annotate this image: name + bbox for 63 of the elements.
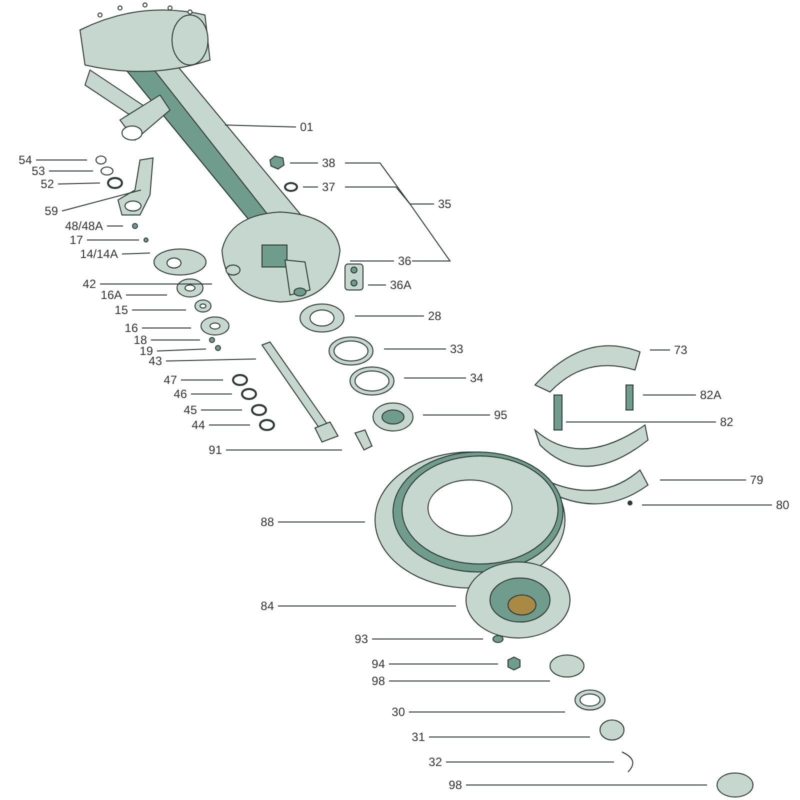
callout-number: 34 bbox=[470, 371, 484, 385]
callout-number: 16A bbox=[100, 288, 122, 302]
leader-line bbox=[388, 680, 550, 682]
leader-line bbox=[422, 414, 490, 416]
leader-line bbox=[368, 284, 386, 286]
callout-number: 53 bbox=[32, 164, 45, 178]
callout-number: 01 bbox=[300, 120, 314, 134]
callout-number: 73 bbox=[674, 343, 688, 357]
callout-number: 18 bbox=[134, 333, 147, 347]
callout-number: 44 bbox=[192, 418, 205, 432]
callout-number: 82 bbox=[720, 415, 734, 429]
callout-number: 16 bbox=[124, 321, 138, 335]
callout-number: 45 bbox=[184, 403, 197, 417]
leader-line bbox=[224, 124, 296, 128]
callout-number: 94 bbox=[372, 657, 385, 671]
callout-number: 38 bbox=[322, 156, 336, 170]
leader-line bbox=[62, 190, 142, 212]
callout-number: 36A bbox=[390, 278, 412, 292]
callout-number: 32 bbox=[428, 755, 442, 769]
callout-number: 82A bbox=[700, 388, 722, 402]
leader-line bbox=[384, 348, 446, 350]
leader-line bbox=[48, 170, 94, 172]
callout-number: 79 bbox=[750, 473, 764, 487]
leader-line bbox=[290, 162, 318, 164]
callout-number: 42 bbox=[82, 277, 96, 291]
callout-number: 93 bbox=[354, 632, 368, 646]
leader-line bbox=[409, 204, 451, 262]
leader-line bbox=[208, 424, 250, 426]
leader-line bbox=[122, 252, 150, 254]
leader-line bbox=[642, 504, 772, 506]
callout-number: 46 bbox=[174, 387, 187, 401]
leader-line bbox=[166, 358, 256, 362]
callout-number: 17 bbox=[70, 233, 83, 247]
callout-number: 84 bbox=[260, 599, 274, 613]
leader-line bbox=[428, 736, 590, 738]
callout-number: 36 bbox=[398, 254, 412, 268]
callout-number: 48/48A bbox=[64, 219, 103, 233]
leader-line bbox=[302, 186, 318, 188]
callout-number: 35 bbox=[438, 197, 452, 211]
callout-number: 47 bbox=[164, 373, 177, 387]
leader-line bbox=[58, 182, 100, 184]
leader-line bbox=[126, 294, 168, 296]
callout-number: 37 bbox=[322, 180, 336, 194]
callout-number: 30 bbox=[392, 705, 405, 719]
leader-line bbox=[466, 784, 708, 786]
callout-number: 88 bbox=[260, 515, 274, 529]
leader-line bbox=[372, 638, 484, 640]
callout-number: 14/14A bbox=[80, 247, 118, 261]
callout-number: 54 bbox=[18, 153, 32, 167]
callout-number: 31 bbox=[412, 730, 425, 744]
callout-number: 33 bbox=[450, 342, 464, 356]
leader-line bbox=[642, 394, 696, 396]
callout-number: 15 bbox=[114, 303, 128, 317]
leader-line bbox=[350, 260, 394, 262]
callout-number: 59 bbox=[44, 204, 58, 218]
callout-number: 98 bbox=[372, 674, 385, 688]
callout-number: 91 bbox=[208, 443, 222, 457]
leader-line bbox=[156, 348, 206, 352]
callout-number: 52 bbox=[40, 177, 54, 191]
callout-number: 98 bbox=[448, 778, 462, 792]
callout-number: 80 bbox=[776, 498, 790, 512]
callout-number: 95 bbox=[494, 408, 508, 422]
callout-number: 28 bbox=[428, 309, 442, 323]
